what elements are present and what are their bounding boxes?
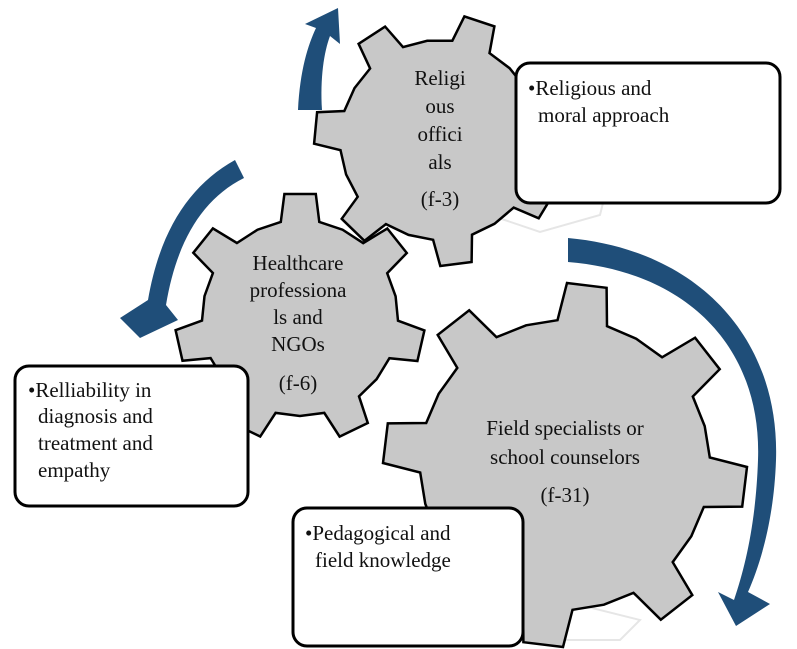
religious-officials-label: Religi ous offici als (f-3)	[414, 66, 465, 211]
gear-label-line: als	[428, 150, 451, 174]
gear-label-line: NGOs	[271, 332, 325, 356]
box-line: diagnosis and	[38, 404, 153, 428]
arrow-down-to-field	[568, 238, 777, 626]
box-line: treatment and	[38, 431, 153, 455]
gear-label-line: offici	[417, 122, 462, 146]
box-line: field knowledge	[315, 548, 451, 572]
gear-frequency: (f-31)	[541, 483, 590, 507]
arrow-up-to-religious	[298, 8, 340, 110]
gear-label-line: Religi	[414, 66, 465, 90]
gear-label-line: school counselors	[490, 445, 640, 469]
gear-label-line: ls and	[273, 305, 323, 329]
religious-approach-box: •Religious and moral approach	[514, 61, 782, 205]
callout-box	[291, 506, 525, 648]
callout-box	[13, 364, 250, 508]
gear-label-line: professiona	[250, 278, 347, 302]
healthcare-professionals-label: Healthcare professiona ls and NGOs (f-6)	[250, 251, 347, 395]
box-line: moral approach	[538, 103, 670, 127]
box-line: •Religious and	[528, 76, 652, 100]
gear-label-line: Healthcare	[253, 251, 344, 275]
reliability-box: •Relliability in diagnosis and treatment…	[13, 364, 250, 508]
gear-frequency: (f-3)	[421, 187, 459, 211]
box-line: empathy	[38, 458, 111, 482]
field-specialists-label: Field specialists or school counselors (…	[486, 416, 643, 507]
box-line: •Pedagogical and	[305, 521, 451, 545]
gear-label-line: Field specialists or	[486, 416, 643, 440]
gear-frequency: (f-6)	[279, 371, 317, 395]
callout-box	[514, 61, 782, 205]
box-line: •Relliability in	[28, 378, 152, 402]
pedagogical-box: •Pedagogical and field knowledge	[291, 506, 525, 648]
arrow-down-to-healthcare	[120, 160, 244, 338]
gear-label-line: ous	[425, 94, 454, 118]
